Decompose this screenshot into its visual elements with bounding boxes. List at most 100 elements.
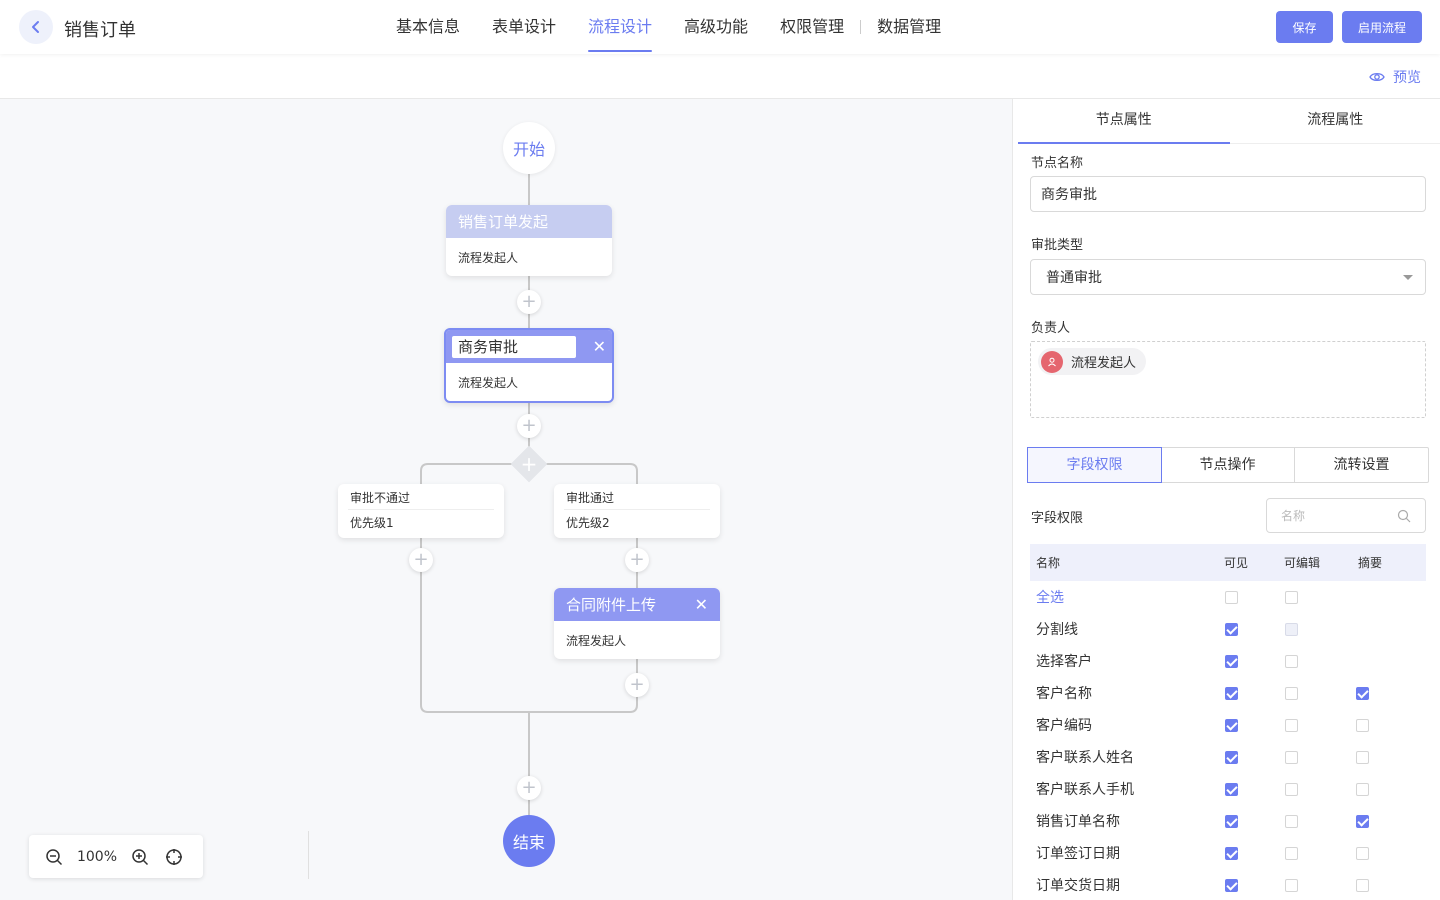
- field-name: 客户联系人手机: [1036, 782, 1134, 798]
- preview-button[interactable]: 预览: [1369, 67, 1421, 87]
- flow-canvas[interactable]: 开始 销售订单发起 流程发起人 + 商务审批 ✕ 流程发起人 + + 审批不通过…: [0, 99, 1012, 900]
- close-icon[interactable]: ✕: [592, 337, 606, 356]
- summary-cell: [1346, 717, 1426, 733]
- summary-checkbox[interactable]: [1356, 782, 1369, 796]
- visible-checkbox[interactable]: [1225, 590, 1238, 604]
- back-button[interactable]: [19, 10, 53, 44]
- top-bar: 销售订单 基本信息 表单设计 流程设计 高级功能 权限管理 数据管理 保存 启用…: [0, 0, 1440, 54]
- editable-cell: [1272, 781, 1346, 797]
- summary-cell: [1346, 877, 1426, 893]
- select-all-link[interactable]: 全选: [1036, 590, 1064, 606]
- table-row: 客户联系人姓名: [1030, 741, 1426, 773]
- table-row: 订单交货日期: [1030, 869, 1426, 900]
- visible-checkbox[interactable]: [1225, 782, 1238, 796]
- table-row: 客户名称: [1030, 677, 1426, 709]
- add-branch-button[interactable]: +: [520, 452, 538, 476]
- visible-checkbox[interactable]: [1225, 846, 1238, 860]
- tab-data-management[interactable]: 数据管理: [877, 17, 942, 36]
- editable-cell: [1272, 589, 1346, 605]
- col-editable: 可编辑: [1284, 556, 1321, 570]
- avatar: [1041, 350, 1063, 373]
- recenter-button[interactable]: [161, 844, 187, 870]
- add-node-button[interactable]: +: [625, 548, 649, 572]
- tab-divider: [860, 20, 862, 34]
- enable-flow-button[interactable]: 启用流程: [1342, 11, 1422, 43]
- close-icon[interactable]: ✕: [694, 595, 708, 614]
- tab-advanced[interactable]: 高级功能: [684, 17, 749, 36]
- tab-form-design[interactable]: 表单设计: [492, 17, 557, 36]
- visible-checkbox[interactable]: [1225, 622, 1238, 636]
- visible-cell: [1212, 589, 1272, 605]
- owner-chip[interactable]: 流程发起人: [1038, 348, 1147, 375]
- visible-cell: [1212, 685, 1272, 701]
- editable-checkbox[interactable]: [1285, 846, 1298, 860]
- add-node-button[interactable]: +: [517, 776, 541, 800]
- editable-checkbox[interactable]: [1285, 878, 1298, 892]
- save-button[interactable]: 保存: [1276, 11, 1333, 43]
- zoom-out-button[interactable]: [41, 844, 67, 870]
- permission-segments: 字段权限 节点操作 流转设置: [1027, 447, 1429, 483]
- visible-checkbox[interactable]: [1225, 878, 1238, 892]
- editable-checkbox[interactable]: [1285, 718, 1298, 732]
- approval-type-label: 审批类型: [1031, 238, 1084, 253]
- visible-checkbox[interactable]: [1225, 750, 1238, 764]
- segment-transfer-settings[interactable]: 流转设置: [1333, 457, 1390, 473]
- summary-checkbox[interactable]: [1356, 750, 1369, 764]
- visible-cell: [1212, 749, 1272, 765]
- summary-checkbox[interactable]: [1356, 878, 1369, 892]
- table-body: 全选分割线选择客户客户名称客户编码客户联系人姓名客户联系人手机销售订单名称订单签…: [1030, 581, 1426, 900]
- tab-basic-info[interactable]: 基本信息: [396, 17, 461, 36]
- tab-permissions[interactable]: 权限管理: [780, 17, 845, 36]
- condition-card-right[interactable]: 审批通过 优先级2: [554, 484, 720, 538]
- summary-checkbox[interactable]: [1356, 718, 1369, 732]
- editable-cell: [1272, 813, 1346, 829]
- segment-node-actions[interactable]: 节点操作: [1161, 448, 1295, 482]
- table-row: 选择客户: [1030, 645, 1426, 677]
- segment-field-permissions[interactable]: 字段权限: [1027, 447, 1162, 483]
- add-node-button[interactable]: +: [409, 548, 433, 572]
- table-row: 销售订单名称: [1030, 805, 1426, 837]
- approval-type-select[interactable]: 普通审批: [1030, 259, 1426, 295]
- tab-flow-design[interactable]: 流程设计: [572, 0, 668, 54]
- editable-checkbox[interactable]: [1285, 782, 1298, 796]
- tab-node-properties[interactable]: 节点属性: [1018, 99, 1230, 144]
- editable-checkbox[interactable]: [1285, 654, 1298, 668]
- table-row: 分割线: [1030, 613, 1426, 645]
- summary-checkbox[interactable]: [1356, 686, 1369, 700]
- visible-checkbox[interactable]: [1225, 718, 1238, 732]
- contract-upload-node[interactable]: 合同附件上传 ✕ 流程发起人: [554, 588, 720, 659]
- node-name-input[interactable]: 商务审批: [452, 335, 576, 358]
- visible-cell: [1212, 653, 1272, 669]
- node-name-field[interactable]: 商务审批: [1030, 176, 1426, 212]
- field-search-input[interactable]: 名称: [1266, 498, 1426, 533]
- visible-checkbox[interactable]: [1225, 686, 1238, 700]
- add-node-button[interactable]: +: [517, 414, 541, 438]
- summary-checkbox[interactable]: [1356, 814, 1369, 828]
- start-node[interactable]: 开始: [503, 122, 555, 174]
- owner-label: 负责人: [1031, 321, 1071, 336]
- add-node-button[interactable]: +: [517, 290, 541, 314]
- editable-checkbox[interactable]: [1285, 814, 1298, 828]
- condition-card-left[interactable]: 审批不通过 优先级1: [338, 484, 504, 538]
- end-node[interactable]: 结束: [503, 815, 555, 867]
- editable-cell: [1272, 717, 1346, 733]
- visible-checkbox[interactable]: [1225, 654, 1238, 668]
- field-name: 订单交货日期: [1036, 878, 1120, 894]
- editable-cell: [1272, 621, 1346, 637]
- add-node-button[interactable]: +: [625, 673, 649, 697]
- initiate-node[interactable]: 销售订单发起 流程发起人: [446, 205, 612, 276]
- visible-cell: [1212, 877, 1272, 893]
- summary-checkbox[interactable]: [1356, 846, 1369, 860]
- editable-checkbox[interactable]: [1285, 750, 1298, 764]
- chevron-left-icon: [32, 21, 39, 33]
- zoom-in-button[interactable]: [127, 844, 153, 870]
- editable-checkbox[interactable]: [1285, 686, 1298, 700]
- editable-checkbox[interactable]: [1285, 590, 1298, 604]
- node-title: 合同附件上传: [566, 596, 657, 614]
- editable-cell: [1272, 653, 1346, 669]
- page-title: 销售订单: [64, 20, 136, 41]
- business-approval-node[interactable]: 商务审批 ✕ 流程发起人: [444, 328, 614, 403]
- visible-checkbox[interactable]: [1225, 814, 1238, 828]
- tab-flow-properties[interactable]: 流程属性: [1307, 112, 1364, 128]
- owner-picker[interactable]: 流程发起人: [1030, 341, 1426, 418]
